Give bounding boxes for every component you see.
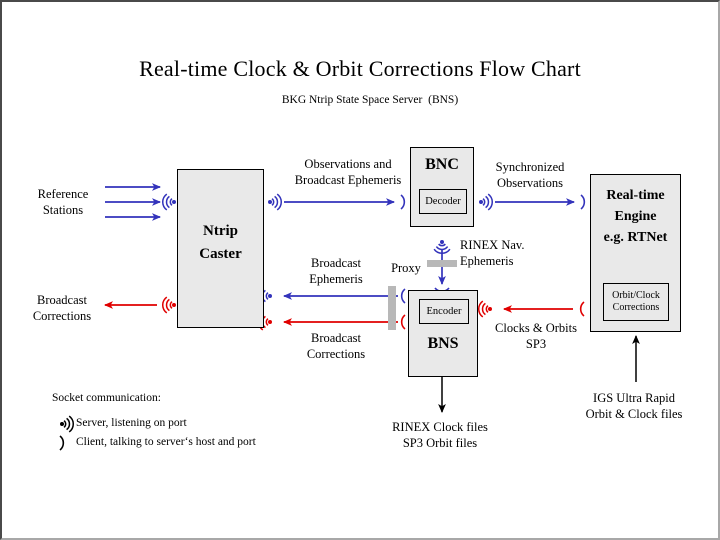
subnode-occ-line1: Orbit/Clock: [612, 289, 660, 301]
legend-server-radio-icon: [59, 415, 75, 433]
label-broadcast-ephemeris-1: Broadcast: [311, 256, 361, 270]
label-rinex-nav-1: RINEX Nav.: [460, 238, 525, 252]
proxy-bar-vertical: [388, 286, 396, 330]
label-broadcast-corrections-left-2: Corrections: [32, 309, 92, 323]
label-observations-1: Observations and: [304, 157, 392, 171]
client-paren-icon-bns-beph: [400, 288, 406, 304]
label-broadcast-corrections-mid-1: Broadcast: [311, 331, 361, 345]
label-reference-stations-1: Reference: [37, 187, 89, 201]
legend-client-paren-icon: [59, 435, 65, 451]
node-rte-line2: Engine: [614, 209, 657, 224]
client-paren-icon-rte-in: [580, 194, 586, 210]
label-broadcast-corrections-mid-2: Corrections: [306, 347, 366, 361]
label-broadcast-ephemeris-2: Ephemeris: [309, 272, 363, 286]
label-proxy: Proxy: [391, 261, 421, 275]
client-paren-icon-bns-bcorr: [400, 314, 406, 330]
node-real-time-engine[interactable]: Real-time Engine e.g. RTNet Orbit/Clock …: [590, 174, 681, 332]
node-ntrip-caster[interactable]: Ntrip Caster: [177, 169, 264, 328]
label-reference-stations-2: Stations: [42, 203, 84, 217]
page-title: Real-time Clock & Orbit Corrections Flow…: [139, 56, 581, 81]
subnode-occ-line2: Corrections: [612, 302, 660, 313]
label-observations-2: Broadcast Ephemeris: [294, 173, 402, 187]
label-igs-1: IGS Ultra Rapid: [593, 391, 675, 405]
server-radio-icon-caster-out: [161, 296, 177, 314]
label-clocks-orbits-2: SP3: [525, 337, 547, 351]
legend-heading: Socket communication:: [52, 392, 161, 404]
label-rinex-files-1: RINEX Clock files: [392, 420, 488, 434]
node-bns[interactable]: Encoder BNS: [408, 290, 478, 377]
subnode-orbit-clock-corrections[interactable]: Orbit/Clock Corrections: [603, 283, 669, 321]
label-synchronized-2: Observations: [497, 176, 563, 190]
label-igs-2: Orbit & Clock files: [585, 407, 683, 421]
node-ntrip-caster-line2: Caster: [199, 246, 242, 262]
client-paren-icon-rte-out: [579, 301, 585, 317]
label-clocks-orbits-1: Clocks & Orbits: [495, 321, 577, 335]
server-radio-icon-caster-in: [161, 193, 177, 211]
proxy-bar-horizontal: [427, 260, 457, 267]
server-radio-icon-bnc-nav: [433, 239, 451, 255]
node-ntrip-caster-line1: Ntrip: [203, 223, 238, 239]
label-rinex-files-2: SP3 Orbit files: [402, 436, 478, 450]
label-rinex-nav-2: Ephemeris: [460, 254, 514, 268]
server-radio-icon-caster-obs: [267, 193, 283, 211]
legend-client-text: Client, talking to server‘s host and por…: [76, 436, 256, 448]
client-paren-icon-bnc-in: [400, 194, 406, 210]
arrow-reference-stations: [105, 183, 161, 221]
subnode-decoder[interactable]: Decoder: [419, 189, 467, 214]
node-bnc-label: BNC: [425, 156, 459, 173]
node-bnc[interactable]: BNC Decoder: [410, 147, 474, 227]
page-subtitle: BKG Ntrip State Space Server (BNS): [281, 94, 459, 106]
subnode-encoder[interactable]: Encoder: [419, 299, 469, 324]
label-synchronized-1: Synchronized: [495, 160, 565, 174]
server-radio-icon-bnc-out: [478, 193, 494, 211]
legend-server-text: Server, listening on port: [76, 417, 187, 429]
node-bns-label: BNS: [427, 335, 459, 352]
label-broadcast-corrections-left-1: Broadcast: [37, 293, 87, 307]
node-rte-line1: Real-time: [606, 188, 665, 203]
server-radio-icon-bns-out: [477, 300, 493, 318]
node-rte-line3: e.g. RTNet: [603, 230, 668, 245]
